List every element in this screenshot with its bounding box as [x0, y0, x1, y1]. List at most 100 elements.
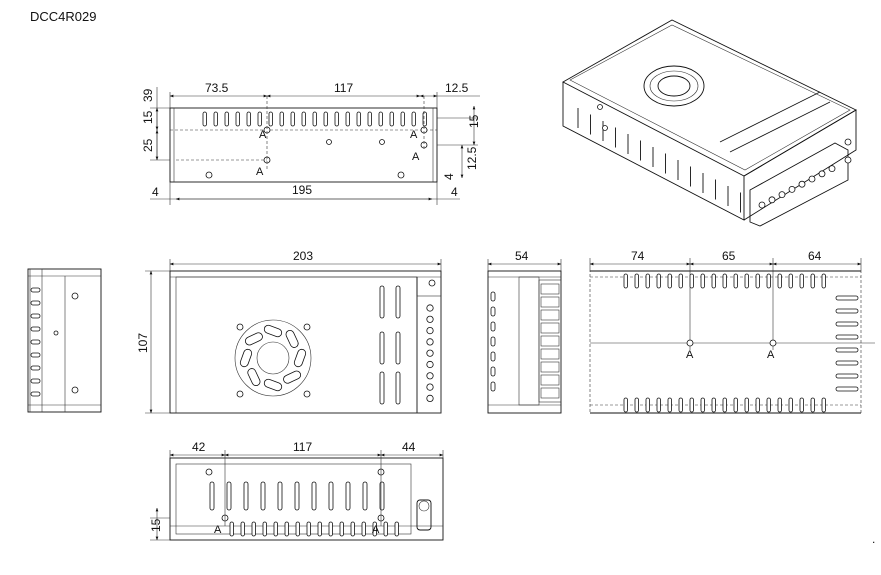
vent-slot — [243, 481, 249, 511]
vent-slot — [490, 291, 496, 302]
dimension-25: 25 — [141, 138, 155, 152]
fan-guard-slot — [244, 332, 263, 346]
terminal-screw — [540, 296, 560, 308]
vent-slot — [809, 101, 831, 113]
datum-a-label: A — [686, 349, 694, 361]
fan-guard-slot — [263, 378, 283, 392]
left-end-view — [27, 268, 102, 413]
vent-slot — [656, 397, 661, 413]
vent-slot — [769, 121, 791, 133]
vent-slot — [711, 397, 716, 413]
fan-guard-slot — [293, 348, 307, 368]
vent-slot — [378, 111, 383, 127]
vent-slot — [810, 397, 815, 413]
vent-slot — [623, 397, 628, 413]
datum-a-label: A — [256, 166, 264, 178]
vent-slot — [345, 481, 351, 511]
terminal-screw — [426, 394, 434, 402]
terminal-screw — [540, 309, 560, 321]
vent-slot — [328, 521, 333, 537]
vent-slot — [422, 111, 427, 127]
fan-guard — [643, 65, 705, 107]
vent-slot — [262, 521, 267, 537]
fan-guard-slot — [239, 348, 253, 368]
front-view: 203 107 — [136, 249, 442, 414]
trailing-mark: . — [872, 532, 875, 546]
vent-slot — [835, 347, 859, 353]
vent-slot — [667, 273, 672, 289]
vent-slot — [689, 273, 694, 289]
vent-slot — [339, 521, 344, 537]
vent-slot — [383, 521, 388, 537]
vent-slot — [835, 386, 859, 392]
vent-slot — [317, 521, 322, 537]
terminal-screw — [758, 201, 766, 209]
terminal-screw — [798, 180, 806, 188]
vent-slot — [362, 481, 368, 511]
dimension-195: 195 — [292, 183, 312, 197]
vent-slot — [744, 273, 749, 289]
vent-slot — [311, 481, 317, 511]
terminal-screw — [540, 322, 560, 334]
terminal-screw — [426, 326, 434, 335]
terminal-screw — [426, 315, 434, 323]
terminal-screw — [426, 360, 434, 369]
vent-slot — [722, 397, 727, 413]
vent-slot — [700, 397, 705, 413]
vent-slot — [799, 273, 804, 289]
terminal-screw — [828, 165, 836, 173]
vent-slot — [277, 481, 283, 511]
fan-guard — [234, 319, 312, 397]
vent-slot — [490, 306, 496, 317]
right-end-view: 54 — [487, 249, 562, 414]
vent-slot — [779, 101, 801, 113]
terminal-screw — [540, 387, 560, 399]
vent-slot — [226, 481, 232, 511]
vent-slot — [394, 521, 399, 537]
vent-slot — [279, 111, 284, 127]
vent-slot — [361, 521, 366, 537]
dimension-117: 117 — [334, 81, 353, 95]
top-view: A A A A 73.5 117 12.5 195 4 4 39 15 25 — [141, 81, 481, 205]
terminal-block — [749, 142, 849, 227]
vent-slot — [835, 308, 859, 314]
vent-slot — [722, 273, 727, 289]
dimension-15: 15 — [467, 114, 481, 128]
vent-slot — [273, 521, 278, 537]
terminal-screw — [768, 196, 776, 204]
vent-slot — [749, 131, 771, 143]
vent-slot — [30, 326, 41, 332]
vent-slot — [202, 111, 207, 127]
fan-guard-slot — [247, 368, 261, 387]
vent-slot — [328, 481, 334, 511]
terminal-screw — [426, 338, 434, 346]
fan-guard-slot — [283, 370, 302, 384]
vent-slot — [678, 397, 683, 413]
vent-slot — [356, 111, 361, 127]
vent-slot — [799, 397, 804, 413]
vent-slot — [490, 351, 496, 362]
vent-slot — [379, 331, 385, 365]
vent-slot — [700, 273, 705, 289]
vent-slot — [30, 313, 41, 319]
fan-guard-slot — [285, 329, 299, 348]
vent-slot — [719, 131, 741, 143]
mount-hole — [326, 139, 332, 145]
vent-slot — [645, 397, 650, 413]
vent-slot — [656, 273, 661, 289]
vent-slot — [634, 397, 639, 413]
vent-slot — [799, 91, 821, 103]
datum-a-label: A — [412, 151, 420, 163]
bottom-side-view: A A 74 65 64 — [589, 249, 875, 414]
vent-slot — [835, 334, 859, 340]
mount-hole — [379, 139, 385, 145]
vent-slot — [229, 521, 234, 537]
vent-slot — [744, 397, 749, 413]
vent-slot — [766, 273, 771, 289]
vent-slot — [30, 339, 41, 345]
dimension-64: 64 — [808, 249, 822, 263]
vent-slot — [334, 111, 339, 127]
vent-slot — [246, 111, 251, 127]
vent-slot — [729, 141, 751, 153]
